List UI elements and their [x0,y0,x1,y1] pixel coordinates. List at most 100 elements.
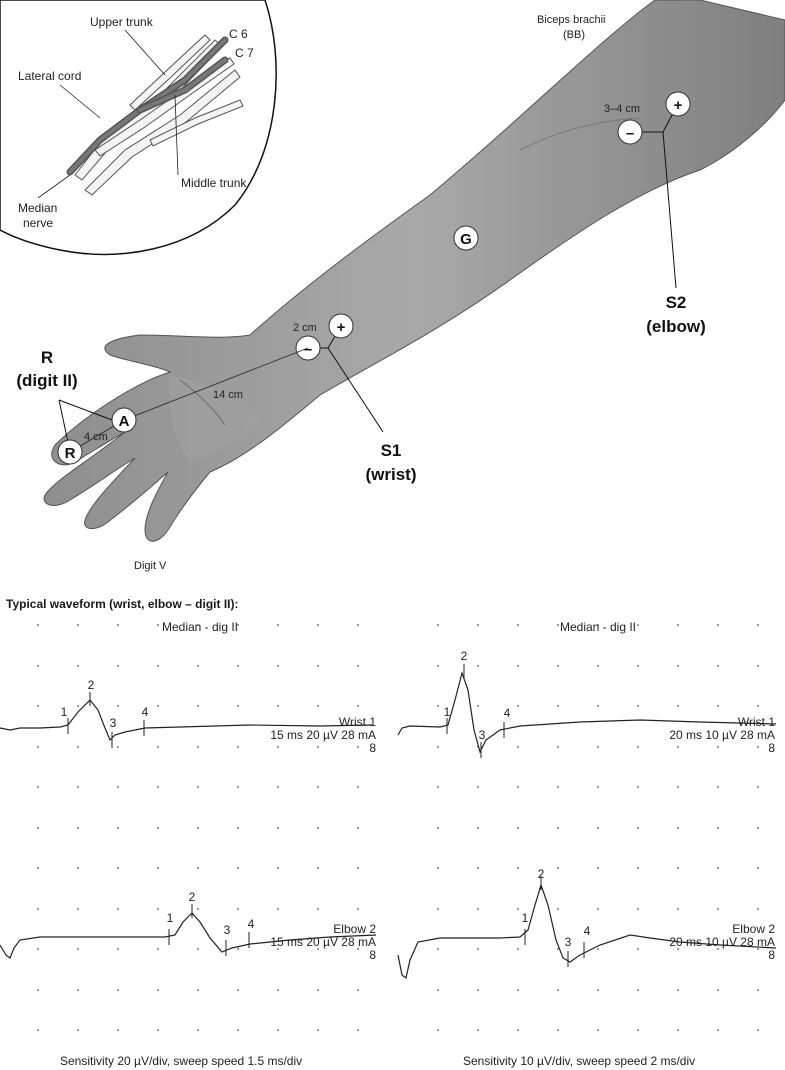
left-wrist-marker-3: 3 [110,716,117,730]
grid-dot [317,665,319,667]
grid-dot [597,908,599,910]
grid-dot [157,705,159,707]
grid-dot [237,786,239,788]
grid-dot [597,827,599,829]
grid-dot [357,705,359,707]
grid-dot [277,665,279,667]
waveform-heading: Typical waveform (wrist, elbow – digit I… [6,597,239,611]
s2-cathode [617,119,643,145]
grid-dot [37,948,39,950]
grid-dot [197,746,199,748]
grid-dot [237,867,239,869]
grid-dot [757,705,759,707]
grid-dot [477,867,479,869]
grid-dot [717,827,719,829]
left-trace2-params: 15 ms 20 µV 28 mA [270,935,376,949]
grid-dot [757,746,759,748]
ground-letter: G [460,231,472,248]
active-electrode [111,407,137,433]
grid-dot [117,746,119,748]
grid-dot [757,624,759,626]
active-letter: A [119,413,130,430]
grid-dot [757,908,759,910]
grid-dot [37,908,39,910]
label-s2-distance: 3–4 cm [604,103,640,115]
grid-dot [557,908,559,910]
grid-dot [437,624,439,626]
grid-dot [357,989,359,991]
grid-dot [157,746,159,748]
grid-dot [557,867,559,869]
grid-dot [477,948,479,950]
grid-dot [197,1029,199,1031]
grid-dot [37,827,39,829]
ground-electrode [453,225,479,251]
grid-dot [197,705,199,707]
grid-dot [597,867,599,869]
grid-dot [237,705,239,707]
grid-dot [477,665,479,667]
grid-dot [677,827,679,829]
grid-dot [637,1029,639,1031]
grid-dot [117,867,119,869]
label-s1-distance: 2 cm [293,322,317,334]
grid-dot [757,1029,759,1031]
grid-dot [477,827,479,829]
grid-dot [637,786,639,788]
label-s1-wrist: (wrist) [366,465,417,484]
grid-dot [757,786,759,788]
grid-dot [117,705,119,707]
grid-dot [437,1029,439,1031]
right-trace2-number: 8 [768,948,775,962]
right-wrist-marker-3: 3 [479,728,486,742]
grid-dot [677,948,679,950]
grid-dot [117,1029,119,1031]
grid-dot [437,908,439,910]
arm-illustration [43,0,785,542]
grid-dot [197,989,199,991]
grid-dot [557,1029,559,1031]
grid-dot [237,908,239,910]
grid-dot [557,665,559,667]
grid-dot [37,989,39,991]
grid-dot [77,948,79,950]
left-elbow-marker-2: 2 [189,890,196,904]
grid-dot [157,989,159,991]
grid-dot [197,624,199,626]
label-median-nerve-2: nerve [23,216,53,230]
grid-dot [557,746,559,748]
s1-plus-sign: + [337,319,346,336]
label-dist-r-a: 4 cm [84,431,108,443]
grid-dot [757,989,759,991]
left-elbow-trace: 1 2 3 4 [0,890,377,959]
right-trace2-name: Elbow 2 [732,922,775,936]
grid-dot [277,624,279,626]
grid-dot [517,624,519,626]
left-wrist-marker-2: 2 [88,678,95,692]
distance-line-a-s1 [123,347,309,421]
grid-dot [277,827,279,829]
grid-dot [517,746,519,748]
grid-dot [517,867,519,869]
grid-dot [637,827,639,829]
grid-dot [237,1029,239,1031]
grid-dot [477,624,479,626]
s1-minus-sign: – [304,341,312,358]
grid-dot [677,908,679,910]
right-elbow-marker-2: 2 [538,867,545,881]
right-trace2-params: 20 ms 10 µV 28 mA [669,935,775,949]
grid-dot [437,948,439,950]
grid-dot [357,665,359,667]
s2-plus-sign: + [674,97,683,114]
grid-dot [637,948,639,950]
grid-dot [437,786,439,788]
grid-dot [517,948,519,950]
grid-dot [197,908,199,910]
grid-dot [357,948,359,950]
grid-dot [157,867,159,869]
reference-letter: R [65,445,76,462]
grid-dot [357,908,359,910]
grid-dot [717,908,719,910]
right-trace1-params: 20 ms 10 µV 28 mA [669,728,775,742]
